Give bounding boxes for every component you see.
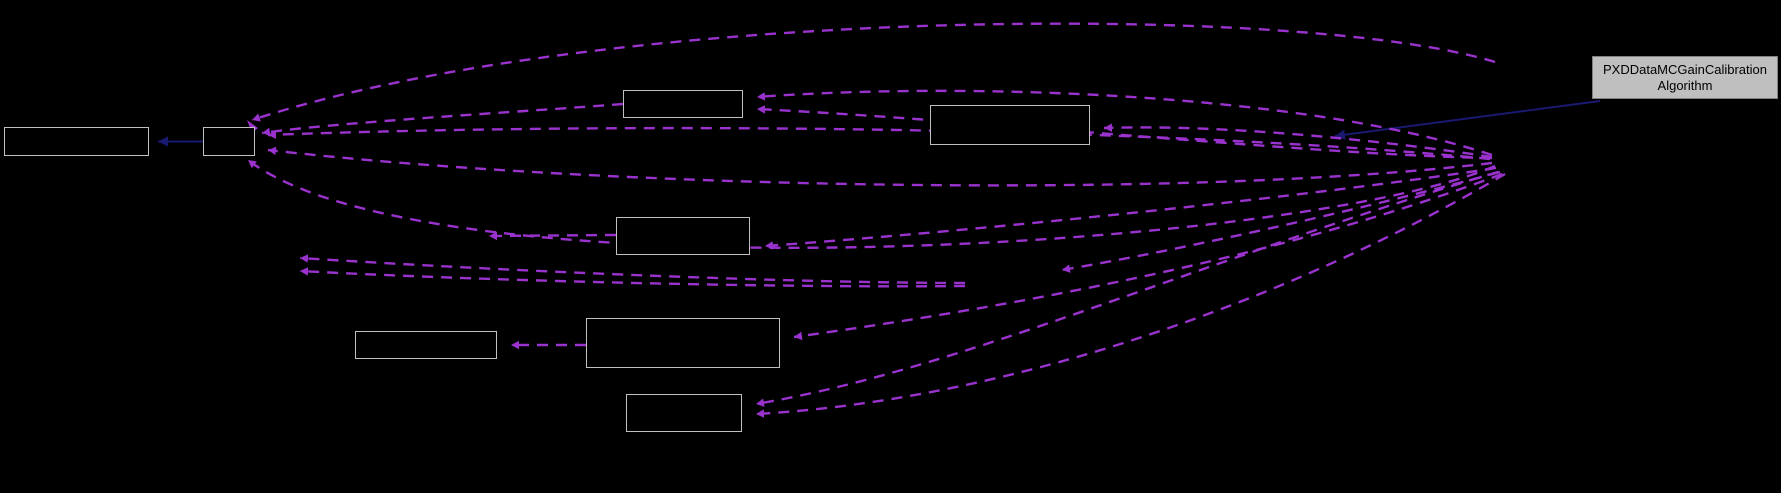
edge-current-to-node3-b — [756, 105, 1493, 160]
edge-current-to-node8-a — [755, 170, 1499, 407]
edge-current-to-node8-b — [755, 172, 1506, 418]
edge-node5-to-left-a — [488, 231, 617, 241]
edge-current-to-node4 — [1103, 123, 1493, 159]
edge-current-to-node2-mid — [267, 146, 1493, 187]
node-box-pxddatamcgaincalibrationalgorithm[interactable]: PXDDataMCGainCalibration Algorithm — [1592, 56, 1778, 99]
node-box-6[interactable] — [355, 331, 497, 359]
edge-current-to-node2-lower — [247, 159, 1496, 249]
node-box-7[interactable] — [586, 318, 780, 368]
edge-current-to-node3-a — [756, 89, 1493, 157]
edge-current-to-node2-upper — [267, 126, 1491, 161]
edge-node3-to-node2 — [261, 102, 624, 137]
edge-current-solid-in — [1334, 100, 1601, 140]
node-box-4[interactable] — [930, 105, 1090, 145]
node-box-5[interactable] — [616, 217, 750, 255]
node-box-1[interactable] — [4, 127, 149, 156]
edge-current-to-node7 — [793, 172, 1503, 341]
edge-current-to-node2-top — [251, 22, 1496, 122]
edge-current-to-node5 — [764, 166, 1497, 250]
edge-current-to-node-left-cluster-b — [299, 267, 966, 288]
node-box-2[interactable] — [203, 127, 255, 156]
node-box-pxddatamcgaincalibrationalgorithm-label: PXDDataMCGainCalibration Algorithm — [1602, 61, 1767, 93]
node-box-3[interactable] — [623, 90, 743, 118]
edge-current-to-node-left-cluster-a — [299, 254, 966, 285]
edge-current-to-mid-branch — [1061, 170, 1501, 273]
node-box-8[interactable] — [626, 394, 742, 432]
